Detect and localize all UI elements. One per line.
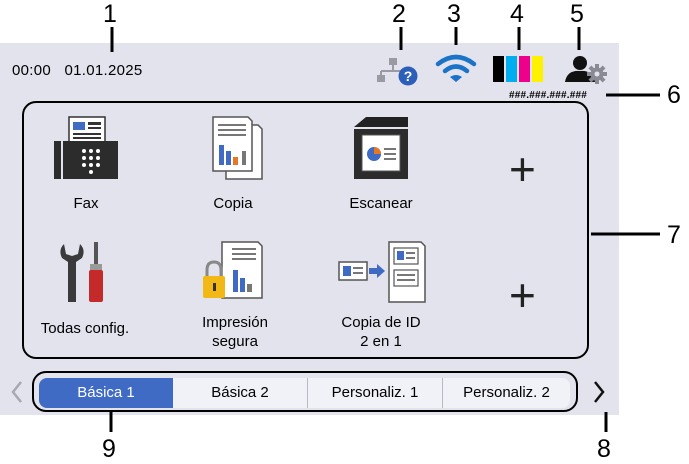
ip-address: ###.###.###.###	[509, 90, 588, 101]
tile-fax-label: Fax	[73, 195, 99, 212]
tab-bar: Básica 1 Básica 2 Personaliz. 1 Personal…	[32, 371, 578, 412]
copy-icon	[212, 116, 263, 180]
callout-7: 7	[667, 221, 681, 249]
tab-basic-1[interactable]: Básica 1	[39, 378, 173, 408]
tab-custom-2[interactable]: Personaliz. 2	[443, 378, 570, 408]
fax-icon	[54, 116, 118, 179]
tile-copy[interactable]: Copia	[187, 115, 279, 220]
callout-1: 1	[103, 0, 117, 28]
shortcut-panel	[22, 101, 589, 359]
callout-6: 6	[667, 81, 681, 109]
callout-5: 5	[570, 0, 584, 28]
tile-fax[interactable]: Fax	[40, 115, 132, 220]
tile-scan-label: Escanear	[349, 195, 413, 212]
callout-8: 8	[597, 435, 611, 463]
add-shortcut-icon[interactable]: +	[509, 143, 536, 195]
tile-id-copy[interactable]: Copia de ID 2 en 1	[325, 238, 437, 350]
callout-4: 4	[510, 0, 524, 28]
svg-text:?: ?	[404, 68, 413, 84]
tile-copy-label: Copia	[213, 195, 253, 212]
chevron-right-icon	[594, 380, 605, 403]
secure-print-icon	[203, 241, 263, 299]
id-copy-icon	[338, 241, 426, 303]
clock-time: 00:00	[12, 62, 52, 79]
callout-2: 2	[392, 0, 406, 28]
callout-9: 9	[102, 435, 116, 463]
wifi-icon[interactable]	[434, 52, 478, 84]
tile-secure-print[interactable]: Impresión segura	[180, 238, 290, 350]
tile-all-settings-label: Todas config.	[40, 320, 130, 337]
add-shortcut-icon[interactable]: +	[509, 269, 536, 321]
network-question-icon[interactable]: ?	[377, 56, 421, 86]
chevron-left-icon	[11, 380, 22, 403]
tab-custom-1[interactable]: Personaliz. 1	[308, 378, 443, 408]
scroll-left-arrow[interactable]	[4, 371, 30, 413]
scroll-right-arrow[interactable]	[586, 371, 612, 413]
tab-basic-2[interactable]: Básica 2	[173, 378, 308, 408]
date-time: 00:00 01.01.2025	[12, 62, 143, 79]
callout-3: 3	[447, 0, 461, 28]
scan-icon	[354, 117, 408, 179]
tile-all-settings[interactable]: Todas config.	[26, 238, 144, 348]
tile-id-copy-label: Copia de ID 2 en 1	[341, 314, 421, 350]
settings-tools-icon	[60, 242, 103, 302]
touchscreen-background	[0, 43, 619, 415]
user-settings-icon[interactable]	[563, 54, 607, 84]
ink-cartridges-icon[interactable]	[493, 56, 543, 82]
tile-scan[interactable]: Escanear	[335, 115, 427, 220]
tile-secure-print-label: Impresión segura	[202, 314, 268, 350]
clock-date: 01.01.2025	[64, 62, 143, 79]
